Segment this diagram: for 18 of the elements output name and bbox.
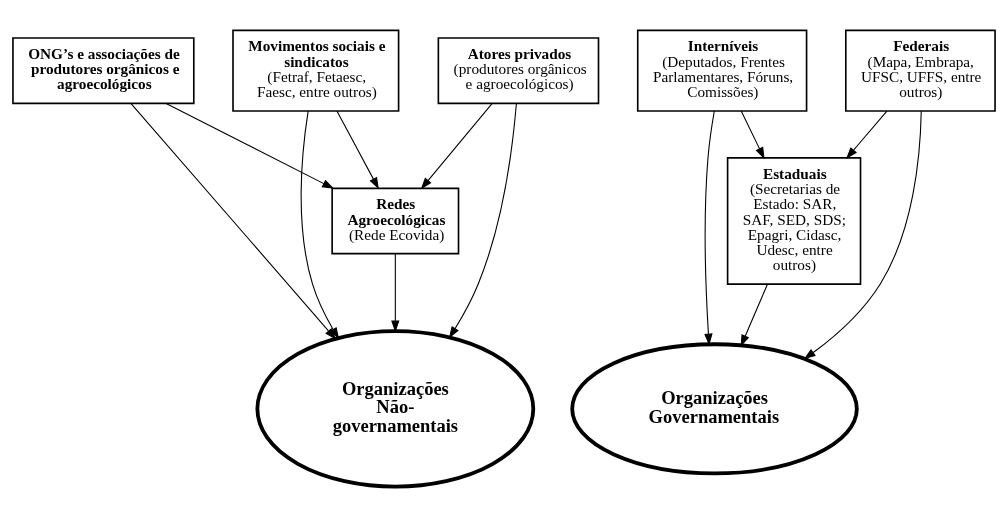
arrow (846, 110, 888, 159)
node-ellipse: Organizações Governamentais (570, 342, 859, 476)
node-box: Federais (Mapa, Embrapa, UFSC, UFFS, entre outros) (845, 29, 996, 112)
arrow (165, 102, 335, 189)
arrow (704, 110, 715, 346)
arrow (420, 103, 493, 190)
arrow (391, 253, 400, 333)
arrow (740, 283, 768, 347)
node-box: Redes Agroecológicas (Rede Ecovida) (331, 187, 460, 255)
node-box: Interníveis (Deputados, Frentes Parlamentares, Fóruns, Comissões) (636, 29, 808, 112)
node-box: Estaduais (Secretarias de Estado: SAR, SAF, SED, SDS; Epagri, Cidasc, Udesc, entre outros) (726, 157, 862, 285)
arrow (740, 110, 765, 160)
arrow (803, 110, 922, 360)
node-box: Movimentos sociais e sindicatos (Fetraf, Fetaesc, Faesc, entre outros) (232, 29, 400, 112)
arrow (336, 110, 379, 190)
node-box: ONG’s e associações de produtores orgânicos e agroecológicos (12, 37, 195, 105)
node-box: Atores privados (produtores orgânicos e agroecológicos) (437, 37, 600, 105)
arrow (448, 102, 517, 339)
